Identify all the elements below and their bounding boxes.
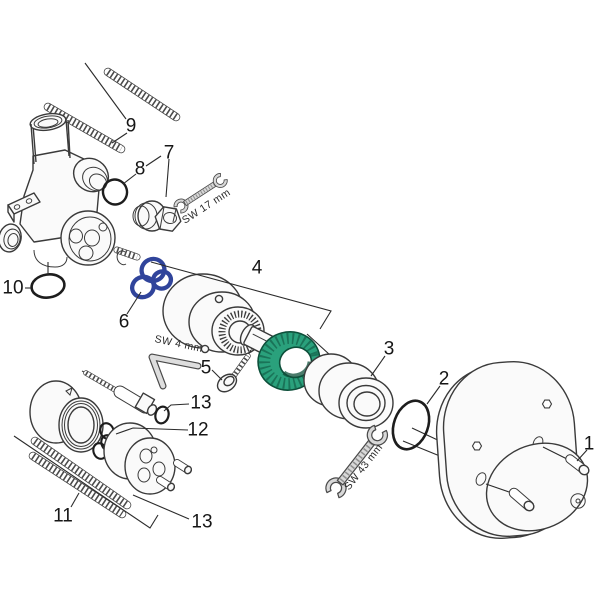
retainer-clip: [113, 246, 141, 266]
spindle-assembly: [81, 370, 158, 416]
callout-10: 10: [2, 278, 23, 299]
callout-6: 6: [119, 312, 130, 333]
callout-2: 2: [439, 369, 450, 390]
callout-9: 9: [126, 116, 137, 137]
sw43-wrench: [320, 420, 393, 504]
threaded-rods-9: [43, 67, 181, 154]
callout-4: 4: [252, 258, 263, 279]
o-ring-13-top: [154, 405, 170, 425]
callout-3: 3: [384, 339, 395, 360]
o-ring-8: [101, 178, 129, 206]
pin-1: [565, 454, 590, 476]
valve-body: [0, 112, 116, 268]
callout-13-top: 13: [190, 393, 211, 414]
callout-1: 1: [584, 434, 595, 455]
sleeve-3: [303, 353, 394, 429]
callout-12: 12: [187, 420, 208, 441]
callout-13-bottom: 13: [191, 512, 212, 533]
plate-screw-icon: [471, 441, 483, 451]
sw4-allen-key: [148, 353, 202, 390]
plate-screw-icon: [541, 399, 553, 409]
cartridge-4: [162, 273, 283, 360]
callout-5: 5: [201, 358, 212, 379]
callout-7: 7: [164, 143, 175, 164]
o-ring-2: [391, 399, 431, 451]
o-ring-10: [30, 273, 66, 299]
callout-11: 11: [53, 506, 73, 527]
handle-adapter: [103, 422, 193, 495]
screw-5: [216, 353, 251, 393]
callout-8: 8: [135, 159, 146, 180]
escutcheon-plate: [435, 360, 589, 539]
hex-plug-7: [132, 200, 182, 232]
threaded-rods-11: [28, 436, 132, 519]
handle-pin: [508, 487, 535, 512]
sleeve-cup: [29, 380, 104, 453]
leader-lines: [13, 62, 588, 529]
